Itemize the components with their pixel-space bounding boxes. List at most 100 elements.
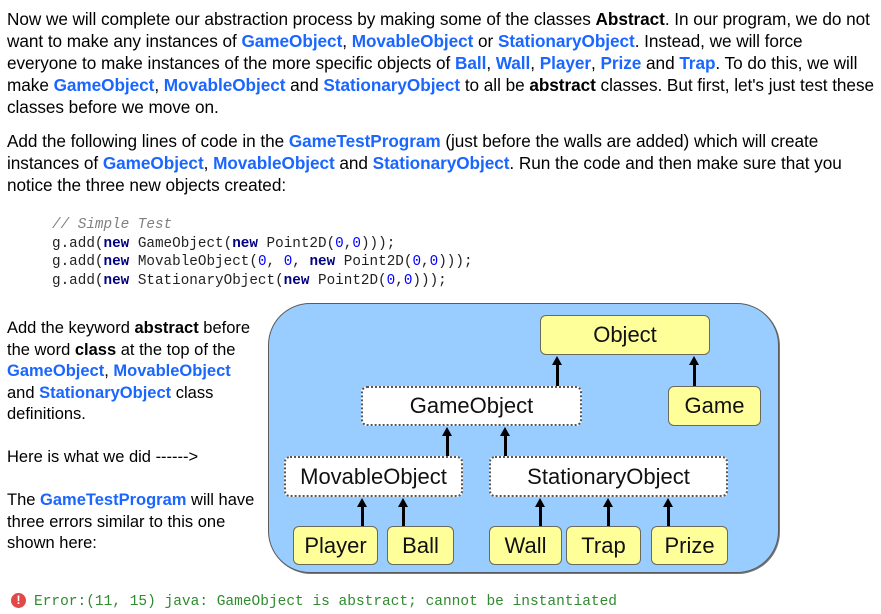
code-keyword: new xyxy=(103,235,130,252)
node-gameobject: GameObject xyxy=(361,386,582,426)
arrow-wall-to-stationaryobject xyxy=(535,498,545,526)
node-ball: Ball xyxy=(387,526,454,565)
code-number: 0 xyxy=(386,272,396,289)
code-keyword: new xyxy=(103,254,130,270)
text: and xyxy=(7,383,40,402)
code-line: g.add(new MovableObject(0, 0, new Point2… xyxy=(52,253,473,272)
code-text: , xyxy=(395,272,404,289)
arrow-movableobject-to-gameobject xyxy=(442,427,452,456)
text: , xyxy=(104,362,114,380)
code-line: g.add(new StationaryObject(new Point2D(0… xyxy=(52,272,473,291)
node-object: Object xyxy=(540,315,710,355)
node-wall: Wall xyxy=(489,526,562,565)
intro-paragraph-1: Now we will complete our abstraction pro… xyxy=(7,8,877,118)
node-trap: Trap xyxy=(566,526,641,565)
text: . In our program, we do not want to make… xyxy=(7,9,870,51)
text: , xyxy=(154,75,164,95)
text: Add the following lines of code in the xyxy=(7,131,289,151)
code-number: 0 xyxy=(352,235,361,252)
text: at the top of the xyxy=(116,340,236,359)
arrow-prize-to-stationaryobject xyxy=(663,498,673,526)
code-keyword: new xyxy=(283,272,310,289)
class-name-stationaryobject: StationaryObject xyxy=(39,383,172,402)
text: The xyxy=(7,491,41,509)
arrow-game-to-object xyxy=(689,356,699,386)
text: class definitions. xyxy=(7,383,214,424)
keyword-class: class xyxy=(74,340,117,359)
code-text: , xyxy=(266,254,284,270)
node-movableobject: MovableObject xyxy=(284,456,463,497)
class-name-trap: Trap xyxy=(679,53,716,73)
class-name-wall: Wall xyxy=(495,53,531,73)
code-keyword: new xyxy=(232,235,258,252)
text: Now we will complete our abstraction pro… xyxy=(7,9,596,29)
code-comment: // Simple Test xyxy=(52,217,173,233)
class-name-ball: Ball xyxy=(454,53,487,73)
code-text: GameObject( xyxy=(129,235,233,252)
class-name-prize: Prize xyxy=(600,53,642,73)
node-stationaryobject: StationaryObject xyxy=(489,456,728,497)
node-player: Player xyxy=(293,526,378,565)
error-message: Error:(11, 15) java: GameObject is abstr… xyxy=(34,594,617,610)
class-name-movableobject: MovableObject xyxy=(163,75,286,95)
class-name-stationaryobject: StationaryObject xyxy=(323,75,461,95)
text: and xyxy=(641,53,680,73)
class-name-gameobject: GameObject xyxy=(102,153,204,173)
code-text: g.add( xyxy=(52,235,104,252)
class-name-gametestprogram: GameTestProgram xyxy=(288,131,441,151)
code-number: 0 xyxy=(283,254,293,270)
code-text: Point2D( xyxy=(335,254,413,270)
code-keyword: new xyxy=(103,272,130,289)
class-name-gameobject: GameObject xyxy=(241,31,343,51)
code-text: g.add( xyxy=(52,272,104,289)
class-name-gameobject: GameObject xyxy=(7,362,105,380)
side-paragraph-2: Here is what we did ------> xyxy=(7,448,199,466)
class-name-player: Player xyxy=(539,53,592,73)
code-text: StationaryObject( xyxy=(129,272,284,289)
arrow-stationaryobject-to-gameobject xyxy=(500,427,510,456)
code-text: Point2D( xyxy=(257,235,336,252)
code-number: 0 xyxy=(429,254,439,270)
code-number: 0 xyxy=(257,254,267,270)
code-keyword: new xyxy=(309,254,336,270)
intro-paragraph-2: Add the following lines of code in the G… xyxy=(7,130,847,196)
arrow-player-to-movableobject xyxy=(357,498,367,526)
keyword-abstract: abstract xyxy=(134,319,199,337)
side-paragraph-1: Add the keyword abstract before the word… xyxy=(7,318,262,426)
class-name-movableobject: MovableObject xyxy=(213,153,335,173)
side-instructions: Add the keyword abstract before the word… xyxy=(7,318,262,576)
code-text: Point2D( xyxy=(309,272,387,289)
keyword-abstract: Abstract xyxy=(595,9,665,29)
code-text: ))); xyxy=(412,272,447,289)
text: before the word xyxy=(7,319,251,359)
class-name-stationaryobject: StationaryObject xyxy=(497,31,635,51)
arrow-gameobject-to-object xyxy=(552,356,562,386)
text: to all be xyxy=(460,75,530,95)
class-name-stationaryobject: StationaryObject xyxy=(372,153,510,173)
side-paragraph-3: The GameTestProgram will have three erro… xyxy=(7,490,262,555)
code-text: MovableObject( xyxy=(129,254,258,270)
code-text: ))); xyxy=(438,254,473,270)
text: , xyxy=(530,53,540,73)
class-name-gameobject: GameObject xyxy=(53,75,155,95)
text: . Instead, we will force everyone to mak… xyxy=(7,31,803,73)
text: . To do this, we will make xyxy=(7,53,858,95)
arrow-trap-to-stationaryobject xyxy=(603,498,613,526)
code-number: 0 xyxy=(403,272,413,289)
code-number: 0 xyxy=(335,235,344,252)
code-text: , xyxy=(421,254,430,270)
code-text: , xyxy=(343,235,353,252)
node-game: Game xyxy=(668,386,761,426)
class-name-movableobject: MovableObject xyxy=(351,31,474,51)
code-text: g.add( xyxy=(52,254,104,270)
code-number: 0 xyxy=(412,254,422,270)
class-name-movableobject: MovableObject xyxy=(113,362,231,380)
arrow-ball-to-movableobject xyxy=(398,498,408,526)
text: and xyxy=(285,75,324,95)
text: will have three errors similar to this o… xyxy=(7,491,255,552)
keyword-abstract: abstract xyxy=(529,75,596,95)
error-icon: ! xyxy=(11,592,26,608)
text: , xyxy=(486,53,496,73)
text: (just before the walls are added) which … xyxy=(7,131,819,173)
class-name-gametestprogram: GameTestProgram xyxy=(40,491,187,509)
